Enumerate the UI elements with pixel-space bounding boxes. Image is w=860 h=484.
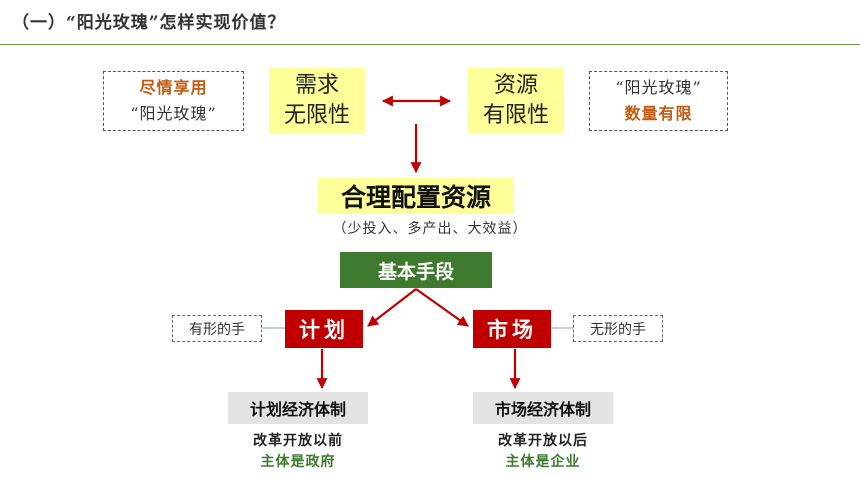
resource-line2: 有限性 — [482, 103, 549, 128]
demand-line1: 需求 — [294, 73, 339, 98]
slide-title: （一）“阳光玫瑰”怎样实现价值？ — [12, 13, 286, 33]
right-note-line1: “阳光玫瑰” — [615, 78, 702, 97]
resource-line1: 资源 — [493, 73, 538, 98]
right-note-box: “阳光玫瑰” 数量有限 — [589, 71, 728, 131]
arrow-to-plan — [367, 288, 417, 327]
market-economy-box: 市场经济体制 — [473, 392, 613, 424]
plan-note-subject: 主体是政府 — [260, 454, 336, 470]
market-note-subject: 主体是企业 — [505, 454, 581, 470]
market-box: 市场 — [473, 310, 551, 348]
allocation-subtitle: （少投入、多产出、大效益） — [332, 221, 528, 237]
left-note-line1: 尽情享用 — [139, 78, 208, 97]
left-note-line2: “阳光玫瑰” — [130, 104, 217, 123]
basic-means-box: 基本手段 — [340, 252, 492, 288]
visible-hand-tag: 有形的手 — [172, 315, 262, 342]
demand-box: 需求 无限性 — [269, 68, 365, 134]
title-divider — [0, 44, 860, 45]
demand-line2: 无限性 — [283, 103, 350, 128]
right-note-line2: 数量有限 — [624, 104, 693, 123]
plan-box: 计划 — [285, 310, 363, 348]
planned-economy-box: 计划经济体制 — [228, 392, 368, 424]
arrow-to-market — [415, 288, 469, 327]
invisible-hand-tag: 无形的手 — [573, 315, 663, 342]
market-note-era: 改革开放以后 — [498, 433, 588, 449]
resource-box: 资源 有限性 — [468, 68, 564, 134]
allocation-title: 合理配置资源 — [318, 178, 514, 214]
left-note-box: 尽情享用 “阳光玫瑰” — [103, 71, 244, 131]
plan-note-era: 改革开放以前 — [253, 433, 343, 449]
